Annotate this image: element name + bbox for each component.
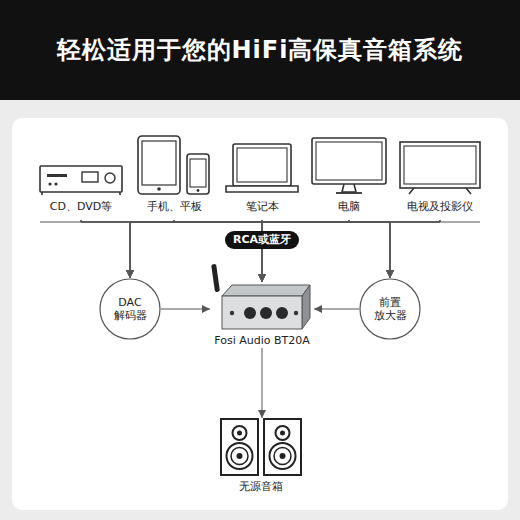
- connector-arrow: [161, 309, 210, 310]
- amplifier-node: Fosi Audio BT20A: [210, 282, 314, 348]
- device-node: 电视及投影仪: [396, 138, 484, 220]
- connector-arrow: [262, 348, 263, 418]
- node-label: 无源音箱: [214, 480, 308, 494]
- node-label: 手机、平板: [132, 200, 216, 214]
- connector-arrow: [81, 220, 130, 278]
- tv-icon: [398, 138, 482, 196]
- node-label: 电脑: [308, 200, 390, 214]
- circle-shape: [100, 279, 160, 339]
- node-label: CD、DVD等: [36, 200, 126, 214]
- node-label: 前置 放大器: [365, 296, 415, 322]
- connector-arrow: [349, 220, 390, 278]
- amplifier-illustration: [212, 282, 312, 330]
- signal-input-pill: RCA或蓝牙: [225, 231, 299, 249]
- connector-arrow: [81, 220, 262, 282]
- preamp-circle: 前置 放大器: [359, 278, 421, 340]
- connector-arrow: [81, 220, 390, 278]
- connector-arrow: [390, 220, 440, 278]
- connector-arrow: [314, 309, 359, 310]
- cd-player-icon: [38, 160, 124, 196]
- connector-arrow: [262, 220, 440, 282]
- connector-arrow: [262, 220, 349, 282]
- node-label: 笔记本: [222, 200, 302, 214]
- device-node: 电脑: [308, 136, 390, 220]
- monitor-icon: [310, 136, 388, 196]
- node-label: DAC 解码器: [105, 296, 155, 322]
- connector-arrow: [262, 220, 390, 278]
- connector-arrow: [130, 220, 174, 278]
- dac-circle: DAC 解码器: [99, 278, 161, 340]
- connector-arrow: [130, 220, 262, 278]
- node-label: 电视及投影仪: [396, 200, 484, 214]
- circle-shape: [360, 279, 420, 339]
- connector-arrow: [130, 220, 440, 278]
- laptop-icon: [224, 140, 300, 196]
- device-node: 笔记本: [222, 140, 302, 220]
- connector-arrow: [174, 220, 262, 282]
- device-node: CD、DVD等: [36, 160, 126, 220]
- device-node: 手机、平板: [132, 134, 216, 220]
- connector-arrow: [130, 220, 349, 278]
- page-title: 轻松适用于您的HiFi高保真音箱系统: [0, 0, 520, 100]
- connector-arrow: [174, 220, 390, 278]
- passive-speakers-illustration: [220, 418, 302, 476]
- speaker-node: 无源音箱: [214, 418, 308, 494]
- node-label: Fosi Audio BT20A: [210, 334, 314, 348]
- tablet-phone-icon: [134, 134, 214, 196]
